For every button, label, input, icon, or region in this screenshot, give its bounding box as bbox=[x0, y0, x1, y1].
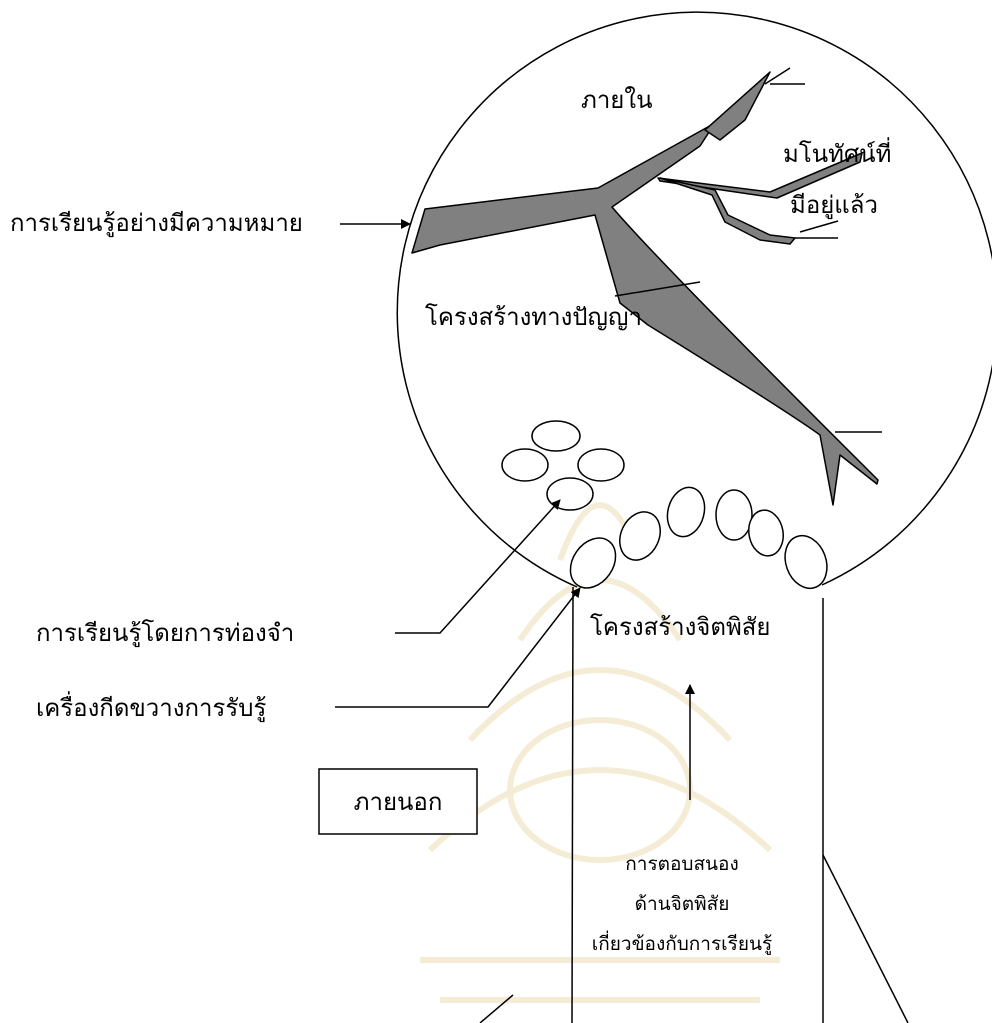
affective-structure-label: โครงสร้างจิตพิสัย bbox=[590, 613, 770, 641]
existing-concepts-label: มโนทัศน์ที่ bbox=[783, 137, 891, 168]
perception-barrier-label: เครื่องกีดขวางการรับรู้ bbox=[36, 691, 267, 723]
barrier-oval bbox=[778, 530, 834, 594]
perception-barrier-arrow bbox=[335, 588, 580, 707]
outside-label: ภายนอก bbox=[354, 788, 443, 816]
neck-left-line bbox=[572, 587, 573, 1023]
barrier-oval bbox=[662, 483, 710, 541]
existing-concepts-label: มีอยู่แล้ว bbox=[790, 191, 878, 220]
cognitive-structure-label: โครงสร้างทางปัญญา bbox=[425, 303, 642, 331]
rote-oval bbox=[532, 421, 580, 451]
rote-oval bbox=[502, 449, 548, 481]
rote-oval bbox=[578, 449, 624, 481]
meaningful-learning-label: การเรียนรู้อย่างมีความหมาย bbox=[10, 209, 303, 238]
barrier-oval bbox=[716, 490, 752, 540]
affective-response-label: ด้านจิตพิสัย bbox=[635, 893, 730, 915]
inside-label: ภายใน bbox=[581, 86, 652, 114]
cognitive-structure-tree bbox=[412, 72, 878, 505]
branch-upper bbox=[705, 72, 770, 140]
barrier-ovals bbox=[561, 483, 834, 596]
rote-oval bbox=[547, 478, 593, 510]
affective-response-label: การตอบสนอง bbox=[625, 853, 738, 875]
rote-learning-arrow bbox=[395, 500, 560, 633]
barrier-oval bbox=[612, 505, 668, 566]
rote-learning-label: การเรียนรู้โดยการท่องจำ bbox=[36, 619, 294, 648]
shoulder-right-line bbox=[823, 855, 908, 1023]
rote-ovals bbox=[502, 421, 624, 510]
affective-response-label: เกี่ยวข้องกับการเรียนรู้ bbox=[592, 930, 772, 955]
